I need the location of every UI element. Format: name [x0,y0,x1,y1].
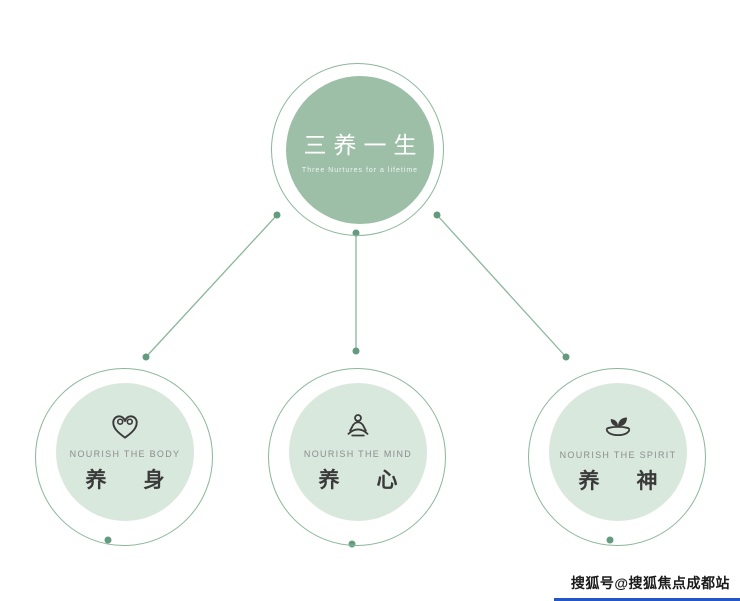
root-node: 三养一生 Three Nurtures for a lifetime [286,76,434,224]
spirit-node-caption: NOURISH THE SPIRIT [559,450,677,460]
mind-node: NOURISH THE MIND 养 心 [289,383,427,521]
body-node-ring [35,368,213,546]
spirit-node-ring [528,368,706,546]
root-title: 三养一生 [303,132,424,158]
watermark-underline [554,598,740,601]
spirit-node-label: 养 神 [578,470,666,493]
connector-dot [433,211,441,219]
spirit-node: NOURISH THE SPIRIT 养 神 [549,383,687,521]
meditation-icon [341,410,375,444]
body-node-caption: NOURISH THE BODY [69,449,181,459]
mind-node-ring [268,368,446,546]
mind-node-caption: NOURISH THE MIND [303,449,413,459]
mind-node-label: 养 心 [318,469,406,492]
root-subtitle: Three Nurtures for a lifetime [301,167,419,174]
body-node: NOURISH THE BODY 养 身 [56,383,194,521]
heart-hands-icon [108,410,142,444]
link-root-to-body [145,214,278,358]
connector-dot [352,347,360,355]
connector-dot [562,353,570,361]
connector-dot [273,211,281,219]
watermark: 搜狐号@搜狐焦点成都站 [570,575,730,591]
link-root-to-spirit [436,214,567,358]
root-node-ring [271,63,444,236]
leaf-dish-icon [600,409,636,445]
connector-dot [142,353,150,361]
body-node-label: 养 身 [85,469,173,492]
